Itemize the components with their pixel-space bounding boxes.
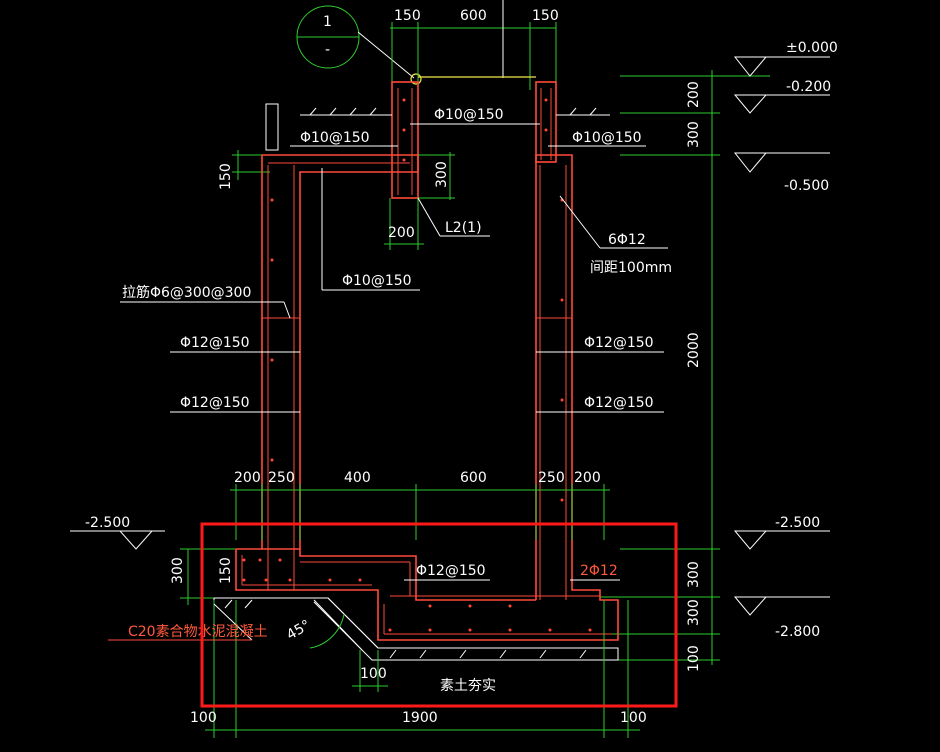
elev-4: -2.800 [775,624,820,640]
bottom-dim-total: 1900 [402,710,438,726]
detail-number: 1 [323,14,332,30]
rebar-left-wall-2: Φ12@150 [180,395,250,411]
mid-dim-e: 250 [538,470,565,486]
ground-hatch [265,103,610,151]
detail-sheet: - [325,42,330,58]
elev-2: -0.500 [784,178,829,194]
dim-top-left-wall: 150 [394,8,421,24]
rebar-beam-spacing: 间距100mm [590,260,672,276]
mid-dim-a: 200 [234,470,261,486]
rebar-top-mid: Φ10@150 [434,107,504,123]
dim-right-1: 200 [686,81,702,108]
bottom-dim-step: 100 [360,666,387,682]
beam-dims: 300 200 L2(1) [384,152,490,250]
beam-height: 300 [434,161,450,188]
dim-right-6: 100 [686,645,702,672]
dim-right-2: 300 [686,121,702,148]
bottom-dim-right: 100 [620,710,647,726]
dim-top-right-wall: 150 [532,8,559,24]
beam-label: L2(1) [445,220,482,236]
notes: C20素合物水泥混凝土 素土夯实 [108,603,496,694]
dim-right-3: 2000 [686,332,702,368]
rebar-left-wall-1: Φ12@150 [180,335,250,351]
elev-1: -0.200 [786,79,831,95]
dim-top-opening: 600 [460,8,487,24]
elev-0: ±0.000 [786,40,838,56]
rebar-top-left: Φ10@150 [300,130,370,146]
beam-width: 200 [388,225,415,241]
angle-label: 45° [284,617,314,643]
bottom-dimensions: 100 1900 100 100 [190,600,647,738]
left-elevation: -2.500 300 150 150 [70,150,270,605]
dim-right-5: 300 [686,599,702,626]
rebar-inner: Φ10@150 [342,273,412,289]
dim-slab-thk: 150 [218,163,234,190]
mid-dim-c: 400 [344,470,371,486]
rebar-right-wall-1: Φ12@150 [584,335,654,351]
bottom-dim-left: 100 [190,710,217,726]
top-dimensions: 150 600 150 [390,0,559,90]
elev-3-left: -2.500 [85,515,130,531]
material-note: C20素合物水泥混凝土 [128,624,268,640]
elev-3-right: -2.500 [775,515,820,531]
dim-base-edge: 150 [218,557,234,584]
rebar-top-right: Φ10@150 [572,130,642,146]
rebar-base: Φ12@150 [416,563,486,579]
rebar-right-wall-2: Φ12@150 [584,395,654,411]
mid-dimensions: 200 250 400 600 250 200 [230,470,610,540]
right-elevations: ±0.000 -0.200 -0.500 -2.500 -2.800 200 3… [600,40,838,672]
detail-marker: 1 - [296,5,422,85]
rebar-beam-bars: 6Φ12 [608,232,646,248]
mid-dim-b: 250 [268,470,295,486]
chamber-structure [235,81,619,641]
mid-dim-f: 200 [574,470,601,486]
dim-right-4: 300 [686,561,702,588]
highlight-box [200,522,678,708]
soil-note: 素土夯实 [440,678,496,694]
dim-base-thk: 300 [170,557,186,584]
mid-dim-d: 600 [460,470,487,486]
rebar-tie: 拉筋Φ6@300@300 [122,284,251,301]
rebar-base-right: 2Φ12 [580,563,618,579]
rebar-labels: Φ10@150 Φ10@150 Φ10@150 Φ10@150 拉筋Φ6@300… [120,107,672,581]
blinding-layer: 45° [213,597,619,661]
